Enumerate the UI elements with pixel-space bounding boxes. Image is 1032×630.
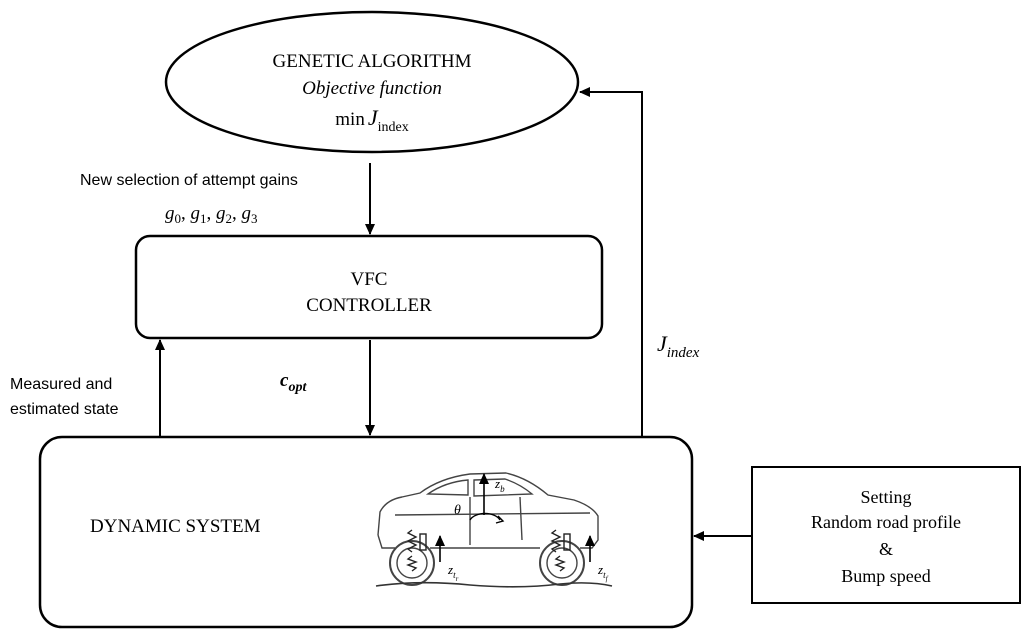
theta-label: θ	[454, 503, 461, 518]
gains-list: g0, g1, g2, g3	[165, 203, 258, 226]
dynamic-system-node: DYNAMIC SYSTEM	[38, 435, 694, 629]
setting-node: Setting Random road profile & Bump speed	[751, 466, 1021, 604]
z-tf-label: ztf	[597, 562, 609, 583]
front-tire-spring	[554, 555, 566, 572]
rear-tire-spring	[406, 555, 418, 572]
setting-label: Setting	[860, 487, 911, 507]
measured-label: Measured and	[10, 376, 112, 393]
rear-wheel-rim	[396, 547, 428, 579]
vfc-label: VFC	[351, 269, 388, 290]
rear-wheel	[389, 540, 435, 586]
rear-damper	[419, 533, 427, 551]
front-wheel-rim	[546, 547, 578, 579]
ampersand-label: &	[879, 539, 893, 559]
car-body-outline	[377, 472, 599, 549]
j-index-edge: Jindex	[579, 87, 700, 437]
z-tr-label: ztr	[447, 562, 459, 583]
vfc-controller-node: VFC CONTROLLER	[134, 234, 604, 340]
car-rear-window	[425, 479, 469, 496]
dynamic-system-box	[38, 435, 694, 629]
measured-state-edge: Measured and estimated state	[10, 339, 165, 437]
car-rear-lower	[377, 534, 395, 549]
front-wheel	[539, 540, 585, 586]
j-index-label: Jindex	[657, 331, 700, 361]
car-front-window	[473, 478, 534, 497]
front-damper	[563, 533, 571, 551]
road-ground	[375, 581, 613, 588]
front-spring	[550, 529, 562, 553]
rear-spring	[406, 529, 418, 553]
bump-speed-label: Bump speed	[841, 566, 931, 586]
car-door-line-2	[519, 496, 523, 541]
dynamic-system-label: DYNAMIC SYSTEM	[90, 516, 261, 537]
theta-arrowhead	[495, 515, 505, 524]
vfc-controller-box	[134, 234, 604, 340]
estimated-state-label: estimated state	[10, 401, 119, 418]
gains-edge: New selection of attempt gains g0, g1, g…	[80, 163, 375, 235]
c-opt-label: copt	[280, 370, 307, 395]
c-opt-edge: copt	[280, 340, 375, 436]
z-b-label: zb	[494, 476, 505, 494]
car-sketch-icon	[375, 472, 613, 588]
random-road-profile-label: Random road profile	[811, 512, 961, 532]
genetic-algorithm-title: GENETIC ALGORITHM	[273, 51, 472, 72]
genetic-algorithm-node: GENETIC ALGORITHM Objective function min…	[164, 10, 580, 154]
gains-label: New selection of attempt gains	[80, 172, 298, 189]
theta-arc	[469, 512, 501, 521]
controller-label: CONTROLLER	[306, 295, 432, 316]
objective-function-label: Objective function	[302, 78, 442, 99]
j-index-arrow	[579, 87, 643, 437]
genetic-algorithm-ellipse	[164, 10, 580, 154]
